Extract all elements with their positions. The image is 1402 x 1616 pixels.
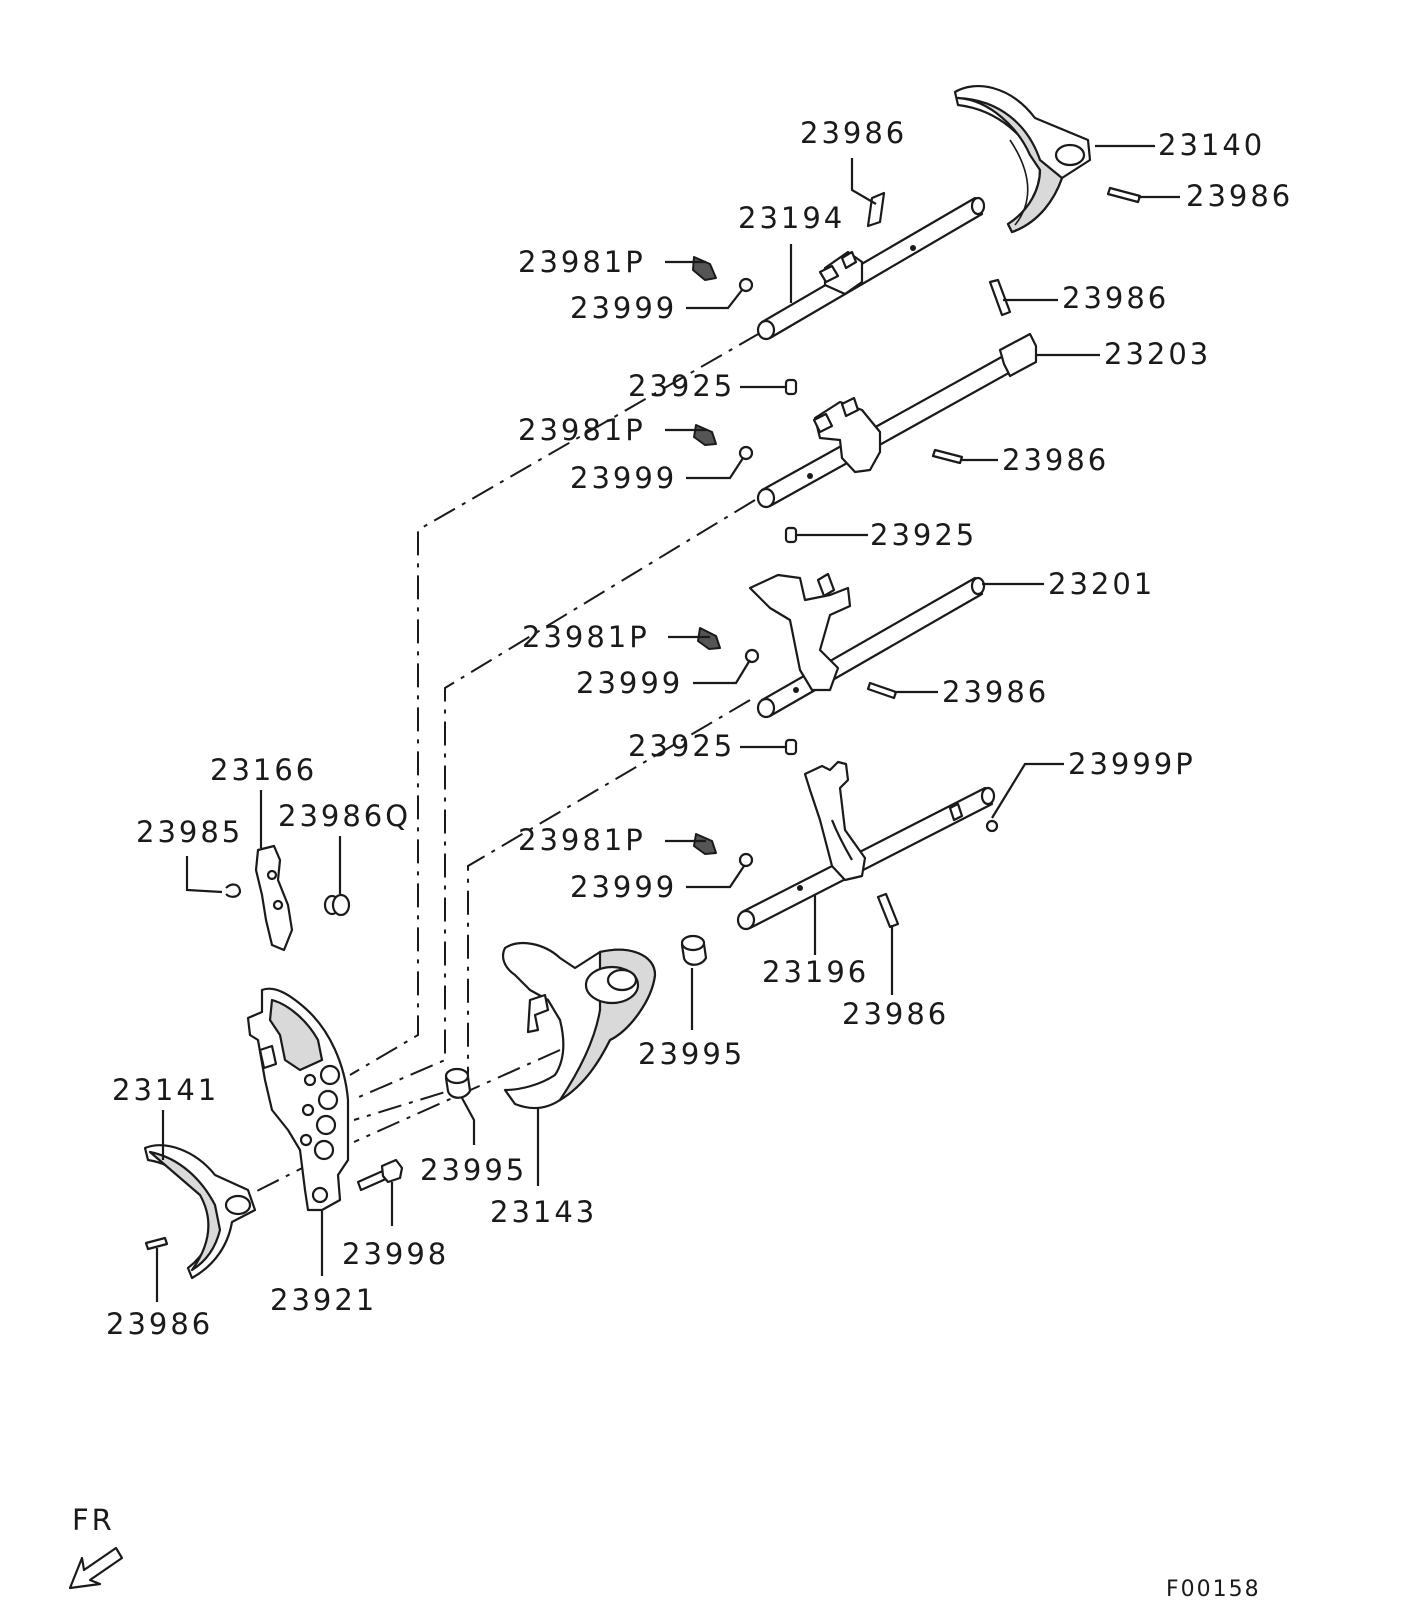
callout-23166: 23166: [210, 753, 317, 787]
roll-pin-r1: [1106, 186, 1142, 204]
callout-23140: 23140: [1158, 128, 1265, 162]
callout-23925-1: 23925: [628, 369, 735, 403]
spring-23981p-4: [693, 833, 717, 855]
gate-plate-23921: [246, 987, 350, 1212]
front-label: FR: [72, 1503, 115, 1537]
callout-23986-r5: 23986: [842, 997, 949, 1031]
ball-23999-1: [738, 277, 754, 293]
shift-fork-23140: [953, 85, 1092, 234]
shift-fork-23143: [501, 941, 657, 1110]
callout-23201: 23201: [1048, 567, 1155, 601]
roll-pin-r4: [866, 681, 898, 700]
callout-23999-2: 23999: [570, 461, 677, 495]
callout-23925-3: 23925: [628, 729, 735, 763]
callout-23196: 23196: [762, 955, 869, 989]
shift-fork-23141: [143, 1144, 257, 1280]
ball-23999-3: [744, 648, 760, 664]
roll-pin-r2: [988, 278, 1012, 317]
callout-23995-2: 23995: [420, 1153, 527, 1187]
callout-23203: 23203: [1104, 337, 1211, 371]
callout-23925-2: 23925: [870, 518, 977, 552]
callout-23981p-3: 23981P: [522, 620, 650, 654]
shift-rail-23201: [748, 572, 986, 719]
roll-pin-r5: [876, 892, 900, 929]
bushing-23995-b: [444, 1067, 472, 1099]
callout-23141: 23141: [112, 1073, 219, 1107]
spring-23981p-1: [692, 256, 717, 281]
callout-23981p-4: 23981P: [518, 823, 646, 857]
shift-rail-23194: [756, 196, 986, 341]
roll-pin-r3: [931, 448, 964, 465]
callout-23981p-1: 23981P: [518, 245, 646, 279]
figure-code: F00158: [1166, 1577, 1261, 1602]
ball-23999-4: [738, 852, 754, 868]
roll-pin-top: [866, 191, 886, 228]
callout-23999p: 23999P: [1068, 747, 1196, 781]
callout-23986-top: 23986: [800, 116, 907, 150]
plug-23986q: [323, 893, 351, 917]
callout-23999-1: 23999: [570, 291, 677, 325]
plug-23925-3: [784, 738, 798, 756]
spring-23981p-3: [697, 627, 721, 650]
callout-23986-r4: 23986: [942, 675, 1049, 709]
callout-23981p-2: 23981P: [518, 413, 646, 447]
leader-lines: [155, 144, 1180, 1302]
front-direction-indicator: FR: [68, 1503, 124, 1590]
callout-23999-4: 23999: [570, 870, 677, 904]
callout-labels: 23986 23140 23986 23194 23981P 23999 239…: [106, 116, 1293, 1341]
callout-23995-1: 23995: [638, 1037, 745, 1071]
callout-23143: 23143: [490, 1195, 597, 1229]
spring-23981p-2: [693, 424, 717, 446]
ball-23999-2: [738, 445, 754, 461]
callout-23999-3: 23999: [576, 666, 683, 700]
clip-23985: [225, 883, 242, 898]
callout-23921: 23921: [270, 1283, 377, 1317]
ball-23999p: [985, 819, 999, 833]
callout-23985: 23985: [136, 815, 243, 849]
callout-23986-bl: 23986: [106, 1307, 213, 1341]
plug-23925-2: [784, 526, 798, 544]
callout-23986-r3: 23986: [1002, 443, 1109, 477]
shift-rail-23196: [736, 760, 996, 931]
shift-rail-23203: [756, 332, 1038, 509]
callout-23986-r2: 23986: [1062, 281, 1169, 315]
callout-23986-r1: 23986: [1186, 179, 1293, 213]
interlock-plate-23166: [254, 844, 294, 952]
callout-23986q: 23986Q: [278, 799, 411, 833]
roll-pin-bl: [144, 1236, 169, 1251]
bushing-23995-a: [680, 934, 708, 966]
plug-23925-1: [784, 378, 798, 396]
callout-23194: 23194: [738, 201, 845, 235]
bolt-23998: [356, 1158, 404, 1192]
front-arrow-icon: [68, 1546, 124, 1590]
callout-23998: 23998: [342, 1237, 449, 1271]
